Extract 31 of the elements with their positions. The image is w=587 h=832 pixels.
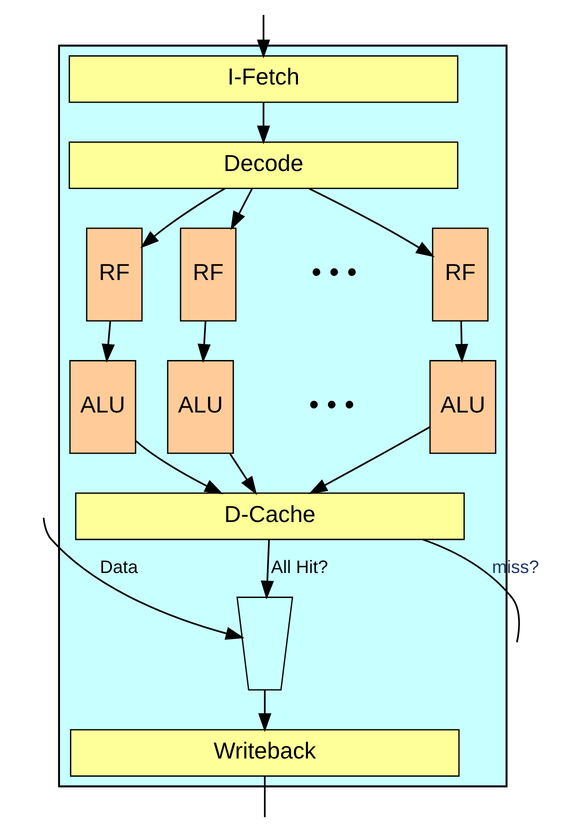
arrow [256, 102, 270, 144]
connector [264, 776, 266, 818]
arrow [258, 690, 272, 732]
label: • • • [308, 388, 354, 420]
arrow [229, 453, 257, 496]
node-trapezoid [236, 596, 294, 691]
label: • • • [312, 256, 357, 288]
arrow [256, 14, 270, 58]
arrow [102, 320, 115, 363]
arrow [135, 440, 224, 494]
node-box: RF [86, 228, 143, 322]
arrow [42, 518, 244, 640]
arrow [308, 426, 430, 494]
connector [422, 538, 520, 642]
node-box: I-Fetch [68, 55, 458, 103]
arrow [455, 320, 468, 363]
edge-label: All Hit? [271, 557, 328, 578]
node-box: RF [180, 228, 236, 322]
node-box: ALU [69, 360, 136, 454]
arrow [140, 188, 226, 248]
edge-label: Data [100, 557, 138, 578]
node-box: ALU [167, 360, 234, 454]
node-box: Decode [68, 141, 458, 190]
arrow [308, 188, 435, 258]
arrow [260, 540, 274, 600]
node-box: Writeback [70, 729, 460, 777]
node-box: RF [432, 228, 489, 322]
arrow [230, 188, 253, 230]
node-box: ALU [429, 360, 496, 454]
node-box: D-Cache [75, 492, 465, 540]
arrow [198, 320, 211, 363]
